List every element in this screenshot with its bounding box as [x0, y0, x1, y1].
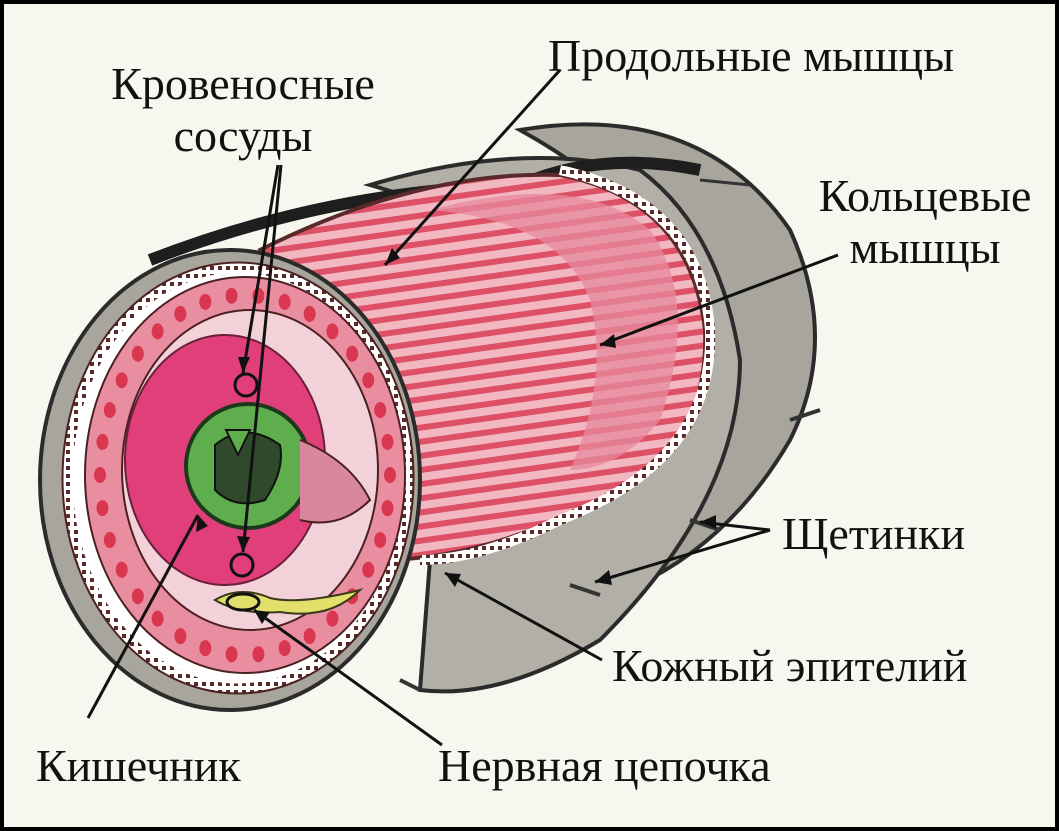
circular-muscles-label-line2: мышцы — [800, 222, 1050, 274]
muscle-dot — [252, 646, 264, 662]
ventral-vessel — [231, 554, 253, 576]
muscle-dot — [326, 323, 338, 339]
muscle-dot — [346, 346, 358, 362]
muscle-dot — [132, 346, 144, 362]
muscle-dot — [384, 467, 396, 483]
circular-muscles-label-line1: Кольцевые — [800, 170, 1050, 222]
muscle-dot — [132, 588, 144, 604]
blood-vessels-label-line1: Кровеносные — [88, 58, 398, 110]
muscle-dot — [174, 306, 186, 322]
muscle-dot — [362, 562, 374, 578]
muscle-dot — [199, 640, 211, 656]
muscle-dot — [279, 294, 291, 310]
circular-muscles-label: Кольцевые мышцы — [800, 170, 1050, 274]
muscle-dot — [152, 323, 164, 339]
muscle-dot — [104, 532, 116, 548]
muscle-dot — [94, 467, 106, 483]
muscle-dot — [279, 640, 291, 656]
muscle-dot — [382, 500, 394, 516]
muscle-dot — [116, 372, 128, 388]
muscle-dot — [304, 306, 316, 322]
intestine-label: Кишечник — [36, 740, 241, 792]
dorsal-vessel — [235, 374, 257, 396]
blood-vessels-label-line2: сосуды — [88, 110, 398, 162]
muscle-dot — [96, 500, 108, 516]
muscle-dot — [304, 628, 316, 644]
muscle-dot — [362, 372, 374, 388]
muscle-dot — [174, 628, 186, 644]
blood-vessels-label: Кровеносные сосуды — [88, 58, 398, 162]
muscle-dot — [96, 434, 108, 450]
muscle-dot — [104, 402, 116, 418]
longitudinal-muscles-label: Продольные мышцы — [548, 30, 954, 82]
muscle-dot — [116, 562, 128, 578]
muscle-dot — [382, 434, 394, 450]
muscle-dot — [374, 532, 386, 548]
muscle-dot — [374, 402, 386, 418]
skin-epithelium-label: Кожный эпителий — [612, 640, 967, 692]
muscle-dot — [199, 294, 211, 310]
nerve-chain-label: Нервная цепочка — [438, 740, 771, 792]
muscle-dot — [152, 611, 164, 627]
muscle-dot — [226, 646, 238, 662]
muscle-dot — [226, 288, 238, 304]
muscle-dot — [326, 611, 338, 627]
bristles-label: Щетинки — [782, 508, 965, 560]
